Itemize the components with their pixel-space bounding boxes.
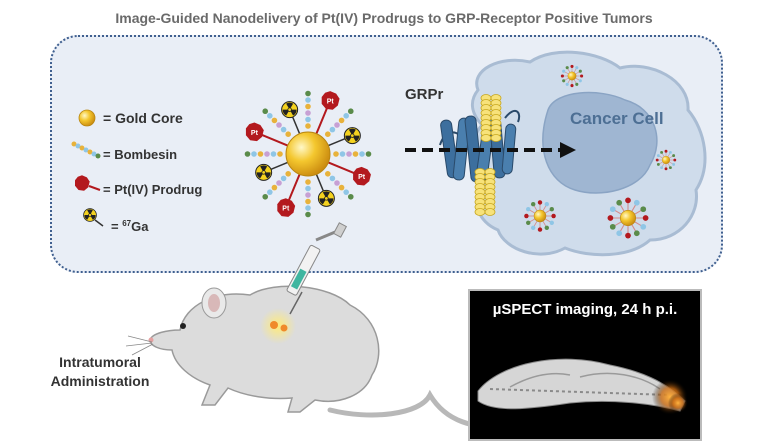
bombesin-bead <box>280 126 287 133</box>
legend-ga: = 67Ga <box>111 219 149 234</box>
nanoparticle-radiolabel <box>317 189 335 207</box>
bombesin-bead <box>271 117 278 124</box>
bombesin-bead <box>277 151 283 157</box>
grpr-label: GRPr <box>405 86 444 103</box>
bombesin-bead <box>305 103 311 110</box>
bombesin-bead <box>305 185 311 192</box>
bombesin-bead <box>305 211 311 218</box>
gold-core-icon <box>78 109 96 127</box>
nanoparticle-prodrug: Pt <box>353 166 371 186</box>
bombesin-bead <box>352 151 359 157</box>
administration-label-line1: Intratumoral <box>59 354 141 370</box>
nanoparticle-prodrug: Pt <box>321 91 340 110</box>
bombesin-bead <box>343 189 349 195</box>
bombesin-bead <box>333 151 339 157</box>
bombesin-bead <box>339 151 346 157</box>
nanoparticle-radiolabel <box>281 101 299 119</box>
bombesin-bead <box>305 205 311 211</box>
bombesin-bead <box>329 126 336 133</box>
bombesin-bead <box>285 131 292 138</box>
prodrug-icon <box>75 175 101 191</box>
bombesin-bead <box>305 90 311 97</box>
legend-gold-core: = Gold Core <box>103 110 183 126</box>
legend-bombesin: = Bombesin <box>103 147 177 162</box>
svg-text:Pt: Pt <box>251 130 259 137</box>
internalized-nanoparticles <box>524 64 677 239</box>
small-nanoparticle <box>524 200 556 232</box>
legend-prodrug: = Pt(IV) Prodrug <box>103 182 202 197</box>
bombesin-bead <box>329 175 336 182</box>
bombesin-bead <box>324 131 331 138</box>
bombesin-bead <box>324 170 331 177</box>
figure-title: Image-Guided Nanodelivery of Pt(IV) Prod… <box>115 10 653 26</box>
nanoparticle-prodrug: Pt <box>277 198 296 217</box>
nanoparticle-radiolabel <box>255 163 273 181</box>
bombesin-bead <box>338 184 345 191</box>
bombesin-bead <box>271 184 278 191</box>
small-nanoparticle <box>560 64 584 88</box>
bombesin-bead <box>257 151 264 157</box>
bombesin-bead <box>334 122 340 128</box>
bombesin-bead <box>347 108 354 115</box>
bombesin-bead <box>305 192 311 198</box>
bombesin-bead <box>347 193 354 200</box>
svg-text:Pt: Pt <box>358 174 366 181</box>
bombesin-bead <box>359 151 365 157</box>
bombesin-bead <box>334 180 340 186</box>
small-nanoparticle <box>655 149 677 171</box>
spect-label: µSPECT imaging, 24 h p.i. <box>492 301 678 318</box>
bombesin-bead <box>285 170 292 177</box>
small-nanoparticle <box>607 197 649 239</box>
nanoparticle-prodrug: Pt <box>245 122 264 142</box>
bombesin-bead <box>267 189 273 195</box>
svg-text:Pt: Pt <box>282 206 290 213</box>
bombesin-bead <box>365 151 372 157</box>
bombesin-bead <box>244 151 251 157</box>
gold-core <box>285 131 331 177</box>
bombesin-bead <box>305 116 311 123</box>
spect-scan-image <box>477 358 688 415</box>
bombesin-bead <box>305 110 311 116</box>
syringe-icon <box>286 222 348 315</box>
administration-label: Intratumoral Administration <box>40 353 160 391</box>
bombesin-bead <box>276 180 282 186</box>
nanoparticle-radiolabel <box>343 127 361 145</box>
mouse-illustration <box>125 285 523 431</box>
cancer-cell-label: Cancer Cell <box>570 109 664 128</box>
spect-image-panel: µSPECT imaging, 24 h p.i. <box>468 289 702 441</box>
administration-label-line2: Administration <box>50 373 150 389</box>
bombesin-bead <box>251 151 257 157</box>
bombesin-bead <box>262 193 269 200</box>
uptake-arrow <box>405 142 576 158</box>
bombesin-bead <box>343 113 349 119</box>
bombesin-bead <box>262 108 269 115</box>
bombesin-icon <box>71 141 101 159</box>
bombesin-bead <box>267 113 273 119</box>
bombesin-bead <box>280 175 287 182</box>
bombesin-bead <box>264 151 270 157</box>
svg-text:Pt: Pt <box>327 98 335 105</box>
bombesin-bead <box>270 151 277 157</box>
bombesin-bead <box>305 97 311 103</box>
cancer-cell <box>470 50 707 257</box>
bombesin-bead <box>276 122 282 128</box>
bombesin-bead <box>305 198 311 205</box>
bombesin-bead <box>346 151 352 157</box>
bombesin-bead <box>305 123 311 129</box>
bombesin-bead <box>305 179 311 185</box>
radioactive-icon <box>83 208 104 227</box>
membrane-helix <box>474 94 502 216</box>
bombesin-bead <box>338 117 345 124</box>
